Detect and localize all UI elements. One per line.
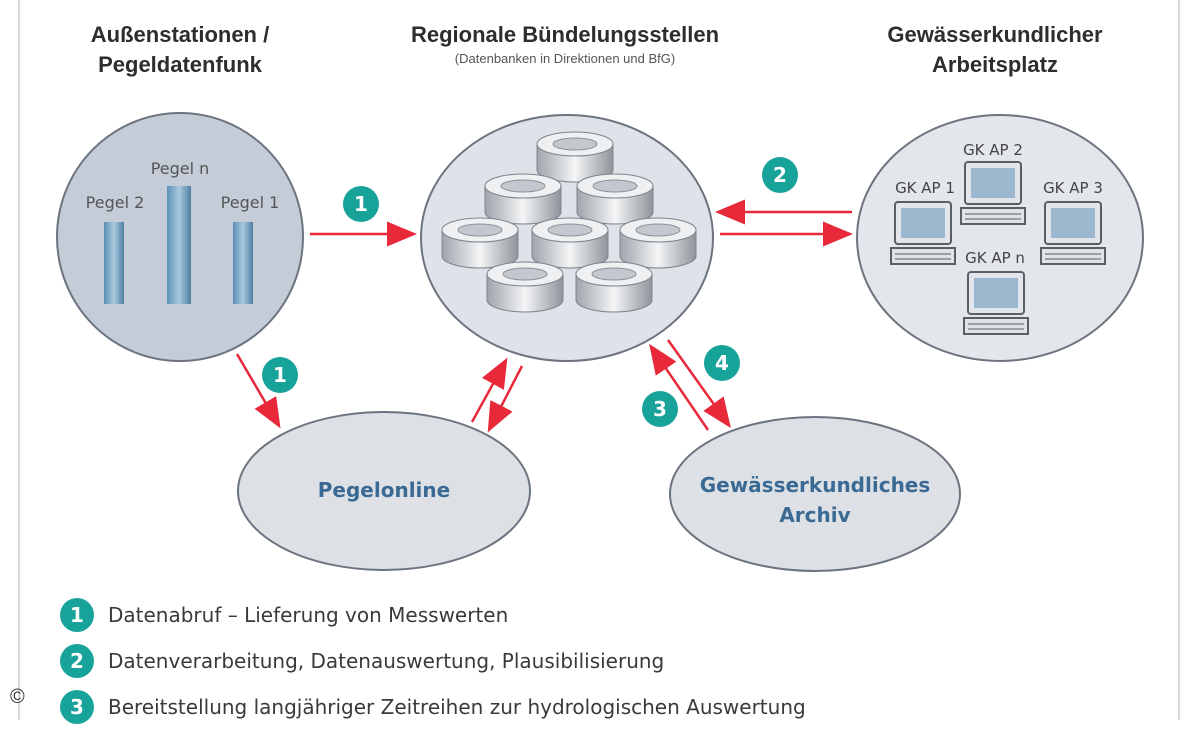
gauge-bar-1 [233,222,253,304]
arrow-db-to-pegelonline [487,365,524,433]
legend-item-number: 3 [60,690,94,724]
station-label-n: Pegel n [151,159,210,178]
archive-label-line2: Archiv [779,503,850,527]
column-title-workplace: Gewässerkundlicher Arbeitsplatz [860,20,1130,80]
workstation-label-3: GK AP 3 [1043,179,1103,197]
arrow-pegelonline-to-db [470,357,508,423]
database-icon [575,261,653,313]
column-title-regional-line1: Regionale Bündelungsstellen [410,22,720,47]
flow-diagram: Pegel n Pegel 2 Pegel 1 GK AP 2 GK AP 1 … [56,112,1144,572]
step-marker-1-text: 1 [354,192,368,216]
step-marker-2: 2 [762,157,798,193]
column-title-workplace-line2: Arbeitsplatz [932,52,1058,77]
legend-item-number: 1 [60,598,94,632]
archive-label-line1: Gewässerkundliches [700,473,931,497]
archive-node [669,416,961,572]
legend-item: 2 Datenverarbeitung, Datenauswertung, Pl… [60,638,806,684]
column-title-regional-subtitle: (Datenbanken in Direktionen und BfG) [454,51,676,66]
gauge-bar-n [167,186,191,304]
pegelonline-label: Pegelonline [318,478,450,502]
legend: 1 Datenabruf – Lieferung von Messwerten … [60,592,806,730]
computer-icon [1040,201,1106,265]
workstation-label-1: GK AP 1 [895,179,955,197]
legend-item-text: Datenabruf – Lieferung von Messwerten [108,603,509,627]
step-marker-3: 3 [642,391,678,427]
station-label-2: Pegel 2 [86,193,145,212]
legend-item: 3 Bereitstellung langjähriger Zeitreihen… [60,684,806,730]
column-title-stations-line1: Außenstationen / [90,22,270,47]
pegelonline-node [237,411,531,571]
arrow-stations-to-pegelonline [235,353,281,429]
gauge-bar-2 [104,222,124,304]
computer-icon [960,161,1026,225]
workstation-label-2: GK AP 2 [963,141,1023,159]
arrow-db-to-archive [666,339,731,429]
workplace-node [856,114,1144,362]
database-icon [619,217,697,269]
diagram-frame [18,0,1180,720]
step-marker-4-text: 4 [715,351,729,375]
computer-icon [890,201,956,265]
legend-item-number: 2 [60,644,94,678]
column-title-regional: Regionale Bündelungsstellen (Datenbanken… [380,20,750,68]
database-icon [441,217,519,269]
database-icon [531,217,609,269]
database-icon [484,173,562,225]
step-marker-3-text: 3 [653,397,667,421]
step-marker-1b-text: 1 [273,363,287,387]
database-icon [486,261,564,313]
step-marker-1b: 1 [262,357,298,393]
step-marker-4: 4 [704,345,740,381]
legend-item-text: Datenverarbeitung, Datenauswertung, Plau… [108,649,665,673]
column-title-stations-line2: Pegeldatenfunk [98,52,262,77]
arrow-archive-to-db [649,343,710,431]
column-title-workplace-line1: Gewässerkundlicher [887,22,1103,47]
station-label-1: Pegel 1 [221,193,280,212]
database-icon [576,173,654,225]
column-title-stations: Außenstationen / Pegeldatenfunk [55,20,305,80]
computer-icon [963,271,1029,335]
legend-item-text: Bereitstellung langjähriger Zeitreihen z… [108,695,806,719]
legend-item: 1 Datenabruf – Lieferung von Messwerten [60,592,806,638]
step-marker-1: 1 [343,186,379,222]
copyright-symbol: © [10,686,25,708]
step-marker-2-text: 2 [773,163,787,187]
workstation-label-n: GK AP n [965,249,1025,267]
